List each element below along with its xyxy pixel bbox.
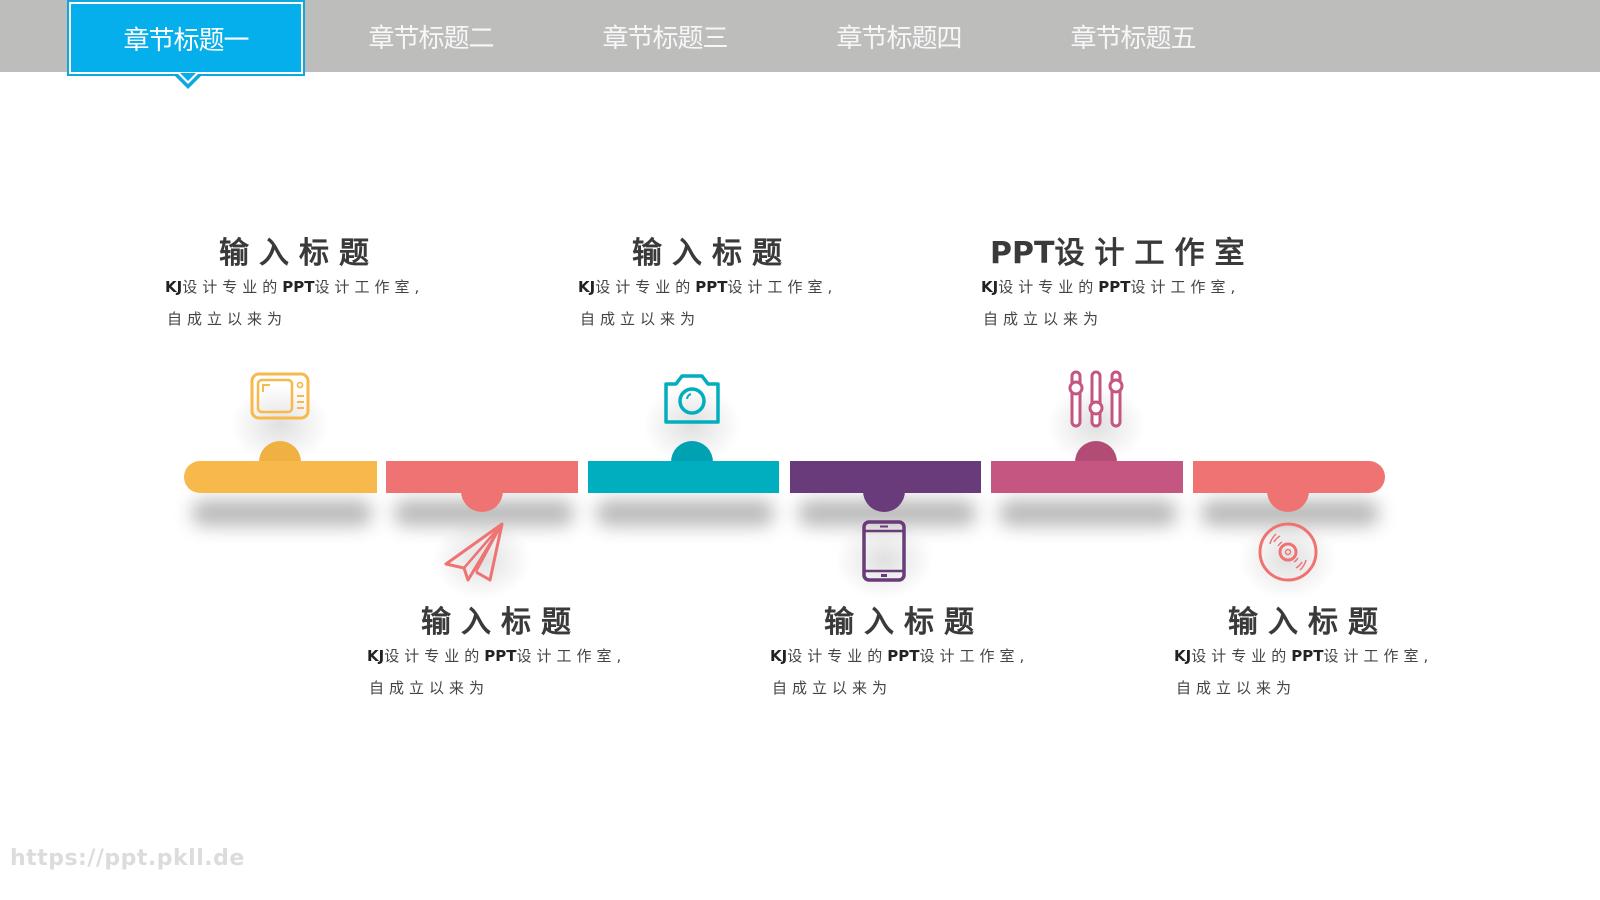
milestone-desc-line2: 自成立以来为 [1176, 679, 1297, 697]
tab-chapter-4[interactable]: 章节标题四 [780, 0, 1018, 72]
milestone-title: PPT设计工作室 [990, 228, 1254, 272]
desc-prefix: KJ [367, 647, 385, 665]
tab-chapter-1[interactable]: 章节标题一 [67, 0, 305, 76]
timeline-segment-5 [991, 461, 1183, 493]
desc-mid: 设计专业的 [998, 278, 1099, 296]
desc-brand: PPT [282, 278, 315, 296]
desc-prefix: KJ [1174, 647, 1192, 665]
tab-label: 章节标题三 [602, 23, 728, 54]
milestone-desc: KJ设计专业的PPT设计工作室, [165, 277, 424, 297]
milestone-desc-line2: 自成立以来为 [369, 679, 490, 697]
milestone-title: 输入标题 [632, 236, 792, 271]
milestone-desc: KJ设计专业的PPT设计工作室, [770, 646, 1029, 666]
milestone-title: 输入标题 [1228, 605, 1388, 640]
segment-shadow [192, 500, 372, 526]
desc-prefix: KJ [578, 278, 596, 296]
milestone-desc: KJ设计专业的PPT设计工作室, [981, 277, 1240, 297]
active-tab-pointer-fill [180, 73, 196, 81]
paper-plane-icon [444, 522, 504, 582]
timeline-segment-3 [588, 461, 779, 493]
milestone-desc: KJ设计专业的PPT设计工作室, [1174, 646, 1433, 666]
desc-prefix: KJ [981, 278, 999, 296]
chapter-nav-bar: 章节标题一 章节标题二 章节标题三 章节标题四 章节标题五 [0, 0, 1600, 76]
vinyl-disc-icon [1258, 522, 1318, 582]
segment-shadow [596, 500, 774, 526]
milestone-desc: KJ设计专业的PPT设计工作室, [367, 646, 626, 666]
camera-icon [664, 374, 720, 424]
desc-suffix: 设计工作室, [727, 278, 838, 296]
tab-chapter-3[interactable]: 章节标题三 [546, 0, 784, 72]
desc-mid: 设计专业的 [182, 278, 283, 296]
timeline-segment-1 [184, 461, 377, 493]
desc-brand: PPT [484, 647, 517, 665]
milestone-title: 输入标题 [219, 236, 379, 271]
desc-mid: 设计专业的 [787, 647, 888, 665]
desc-suffix: 设计工作室, [516, 647, 627, 665]
title-text: 设计工作室 [1054, 236, 1255, 271]
tv-icon [250, 372, 310, 420]
milestone-desc: KJ设计专业的PPT设计工作室, [578, 277, 837, 297]
desc-brand: PPT [887, 647, 920, 665]
icon-glow [834, 520, 934, 600]
desc-mid: 设计专业的 [1191, 647, 1292, 665]
tab-label: 章节标题四 [836, 23, 962, 54]
tab-label: 章节标题二 [368, 23, 494, 54]
tablet-icon [862, 520, 906, 582]
milestone-desc-line2: 自成立以来为 [772, 679, 893, 697]
timeline-segment-6 [1193, 461, 1385, 493]
segment-shadow [999, 500, 1177, 526]
sliders-icon [1068, 370, 1124, 428]
desc-mid: 设计专业的 [595, 278, 696, 296]
milestone-title: 输入标题 [824, 605, 984, 640]
desc-mid: 设计专业的 [384, 647, 485, 665]
tab-chapter-2[interactable]: 章节标题二 [312, 0, 550, 72]
desc-prefix: KJ [770, 647, 788, 665]
milestone-desc-line2: 自成立以来为 [167, 310, 288, 328]
watermark-url: https://ppt.pkll.de [10, 846, 245, 871]
desc-brand: PPT [695, 278, 728, 296]
desc-suffix: 设计工作室, [314, 278, 425, 296]
tab-label: 章节标题一 [123, 25, 249, 56]
timeline-segment-4 [790, 461, 981, 493]
desc-suffix: 设计工作室, [1323, 647, 1434, 665]
desc-suffix: 设计工作室, [1130, 278, 1241, 296]
tab-label: 章节标题五 [1070, 23, 1196, 54]
milestone-desc-line2: 自成立以来为 [580, 310, 701, 328]
desc-brand: PPT [1291, 647, 1324, 665]
desc-suffix: 设计工作室, [919, 647, 1030, 665]
timeline-segment-2 [386, 461, 578, 493]
tab-chapter-5[interactable]: 章节标题五 [1014, 0, 1252, 72]
desc-brand: PPT [1098, 278, 1131, 296]
milestone-desc-line2: 自成立以来为 [983, 310, 1104, 328]
title-brand: PPT [990, 236, 1055, 271]
milestone-title: 输入标题 [421, 605, 581, 640]
desc-prefix: KJ [165, 278, 183, 296]
